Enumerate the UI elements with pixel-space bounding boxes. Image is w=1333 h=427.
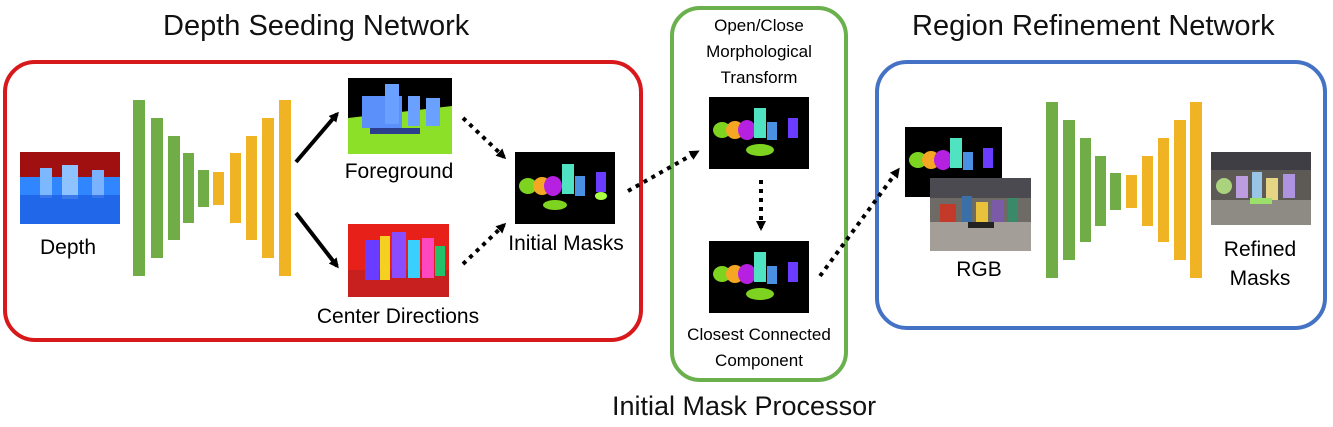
rgb-image <box>930 178 1031 251</box>
depth-seeding-network-title: Depth Seeding Network <box>163 10 470 42</box>
arrow-to-foreground <box>294 111 339 164</box>
dotted-arrow-center-to-masks <box>461 222 507 266</box>
processor-top-label-line1: Open/Close <box>714 16 804 35</box>
center-directions-image <box>348 224 449 297</box>
initial-masks-label: Initial Masks <box>508 232 624 255</box>
region-refinement-encoder-decoder <box>1046 102 1202 278</box>
refined-label-line1: Refined <box>1224 238 1296 261</box>
processor-top-label-line3: Transform <box>721 68 798 87</box>
processor-bottom-label-line2: Component <box>715 351 803 370</box>
dotted-arrow-masks-to-processor <box>627 150 700 193</box>
depth-image <box>20 152 120 224</box>
depth-seeding-encoder-decoder <box>133 100 291 276</box>
refined-masks-image <box>1211 152 1311 225</box>
center-directions-label: Center Directions <box>317 305 479 328</box>
region-refinement-network-title: Region Refinement Network <box>912 10 1275 42</box>
refined-label-line2: Masks <box>1230 267 1291 290</box>
depth-label: Depth <box>40 236 96 259</box>
initial-mask-processor-box <box>670 6 848 382</box>
foreground-label: Foreground <box>345 160 454 183</box>
initial-masks-image <box>515 152 615 224</box>
connected-component-image <box>709 241 809 313</box>
dotted-arrow-processor-to-refinement <box>818 167 900 278</box>
dotted-arrow-foreground-to-masks <box>461 116 507 160</box>
arrow-to-center-directions <box>294 211 339 269</box>
rgb-label: RGB <box>956 258 1002 281</box>
processor-top-label-line2: Morphological <box>706 42 812 61</box>
processor-bottom-label-line1: Closest Connected <box>687 325 831 344</box>
initial-mask-processor-title: Initial Mask Processor <box>612 391 877 421</box>
region-refinement-network-box <box>875 60 1327 330</box>
depth-seeding-network-box <box>3 60 643 342</box>
morphological-transform-image <box>709 97 809 169</box>
foreground-image <box>348 78 452 154</box>
